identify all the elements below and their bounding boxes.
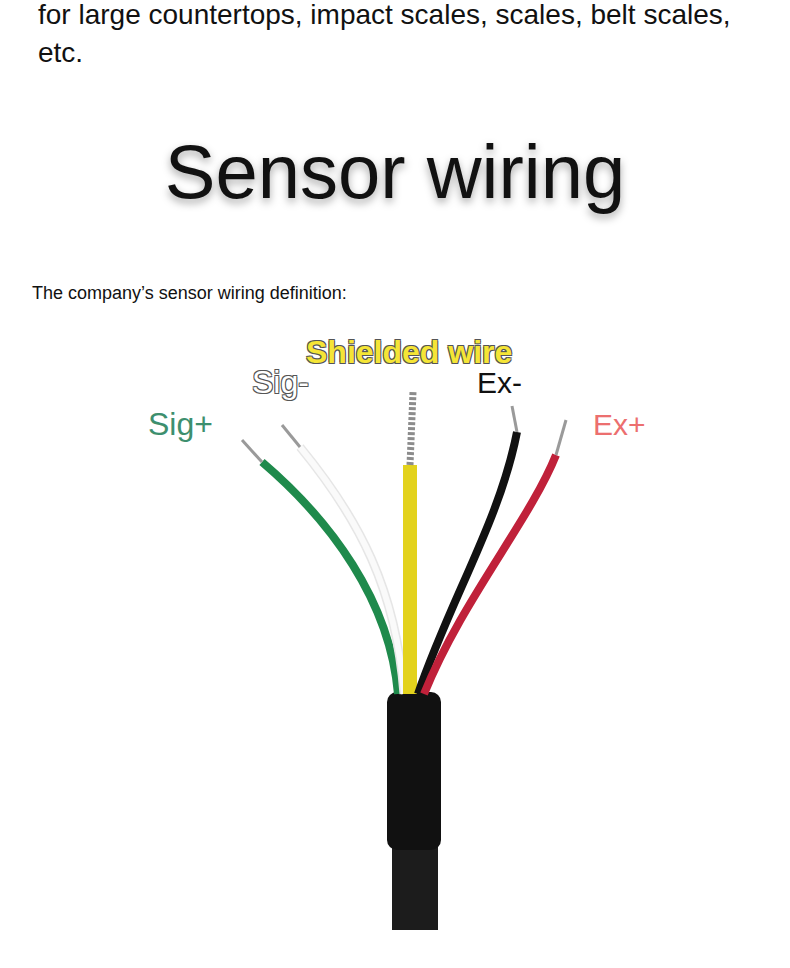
white-wire-edge — [300, 447, 404, 694]
subtitle: The company’s sensor wiring definition: — [32, 283, 347, 304]
shield-braid — [410, 392, 413, 465]
wire-name: Shielded wire — [306, 334, 512, 371]
heat-shrink — [387, 692, 441, 850]
wire-tip — [282, 425, 300, 447]
signal-name: Ex+ — [593, 408, 646, 442]
signal-name: Ex- — [477, 366, 522, 400]
signal-name: Sig- — [252, 364, 309, 401]
shield-sleeve — [403, 465, 417, 694]
wire-tip — [512, 406, 517, 432]
wire-tip — [242, 440, 262, 462]
page-title: Sensor wiring — [0, 128, 790, 215]
signal-name: Sig+ — [148, 406, 213, 443]
wire-tip — [556, 420, 566, 455]
black-wire — [418, 432, 517, 694]
white-wire — [300, 447, 404, 694]
red-wire — [424, 455, 556, 694]
intro-text: for large countertops, impact scales, sc… — [38, 0, 768, 72]
